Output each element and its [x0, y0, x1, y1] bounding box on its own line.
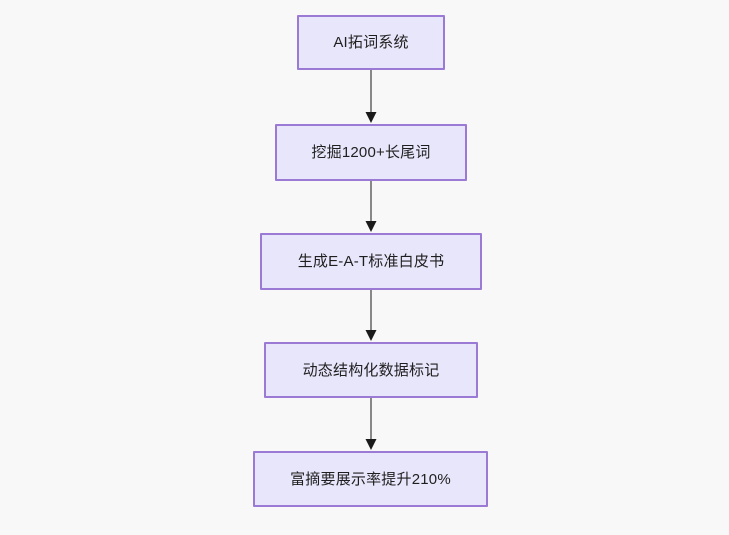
arrow-down-icon — [365, 398, 377, 450]
flow-node-label: 富摘要展示率提升210% — [290, 470, 451, 488]
arrow-down-icon — [365, 290, 377, 341]
flow-node-rich-snippet-uplift[interactable]: 富摘要展示率提升210% — [253, 451, 488, 507]
flow-node-label: 挖掘1200+长尾词 — [311, 144, 431, 161]
flow-connector-3 — [357, 290, 385, 342]
flow-node-label: 生成E-A-T标准白皮书 — [297, 253, 445, 270]
flow-connector-2 — [357, 181, 385, 233]
flow-node-ai-keyword-system[interactable]: AI拓词系统 — [297, 15, 445, 70]
flow-node-eat-whitepaper[interactable]: 生成E-A-T标准白皮书 — [260, 233, 482, 290]
flow-node-label: 动态结构化数据标记 — [302, 361, 440, 379]
flow-connector-1 — [357, 70, 385, 124]
flow-node-longtail-keywords[interactable]: 挖掘1200+长尾词 — [275, 124, 467, 181]
flow-node-structured-data-markup[interactable]: 动态结构化数据标记 — [264, 342, 478, 398]
flow-node-label: AI拓词系统 — [333, 34, 409, 51]
arrow-down-icon — [365, 70, 377, 123]
arrow-down-icon — [365, 181, 377, 232]
flow-connector-4 — [357, 398, 385, 451]
